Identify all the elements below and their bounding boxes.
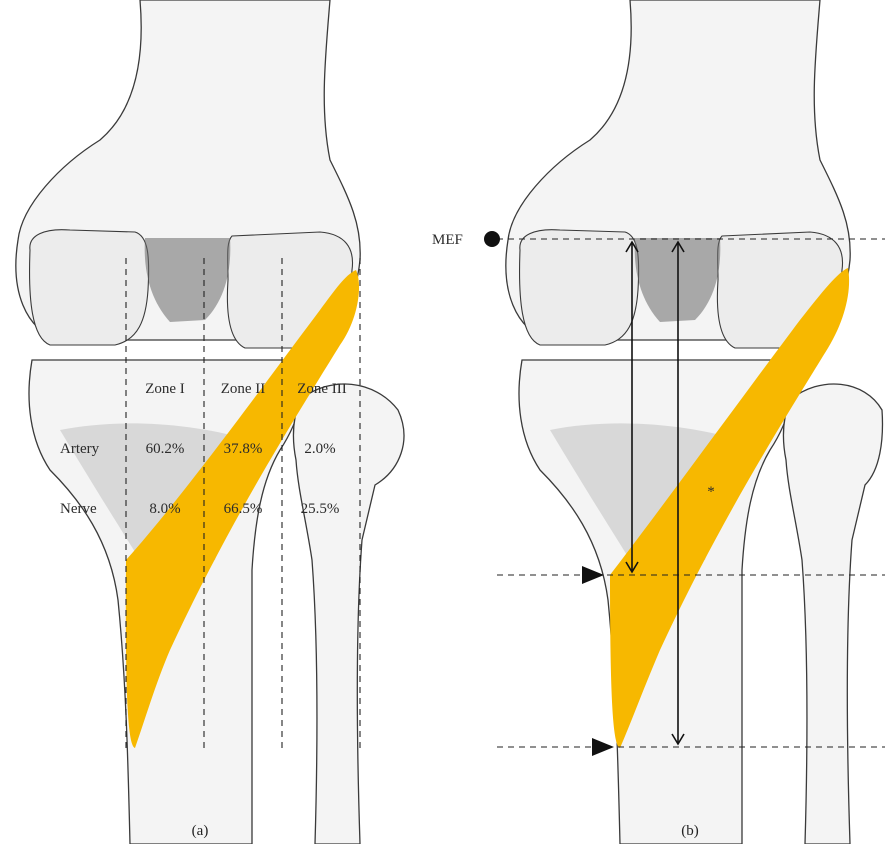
artery-zone-2-value: 37.8%	[224, 441, 263, 457]
zone-1-label: Zone I	[145, 381, 185, 397]
lower-triangle-marker-icon	[592, 738, 614, 756]
medial-condyle-b	[520, 230, 639, 345]
nerve-zone-2-value: 66.5%	[224, 501, 263, 517]
artery-zone-3-value: 2.0%	[304, 441, 335, 457]
nerve-zone-1-value: 8.0%	[149, 501, 180, 517]
nerve-zone-3-value: 25.5%	[301, 501, 340, 517]
panel-b: MEF * (b)	[432, 0, 885, 844]
zone-2-label: Zone II	[221, 381, 266, 397]
panel-a: Zone I Zone II Zone III Artery 60.2% 37.…	[16, 0, 404, 844]
nerve-row-label: Nerve	[60, 501, 97, 517]
mef-marker-icon	[484, 231, 500, 247]
artery-zone-1-value: 60.2%	[146, 441, 185, 457]
artery-row-label: Artery	[60, 441, 100, 457]
caption-a: (a)	[192, 823, 209, 839]
medial-condyle-a	[30, 230, 149, 345]
upper-triangle-marker-icon	[582, 566, 604, 584]
fibula-b	[783, 384, 882, 844]
caption-b: (b)	[681, 823, 699, 839]
mef-label: MEF	[432, 232, 463, 248]
zone-3-label: Zone III	[297, 381, 347, 397]
asterisk-mark: *	[707, 484, 715, 500]
